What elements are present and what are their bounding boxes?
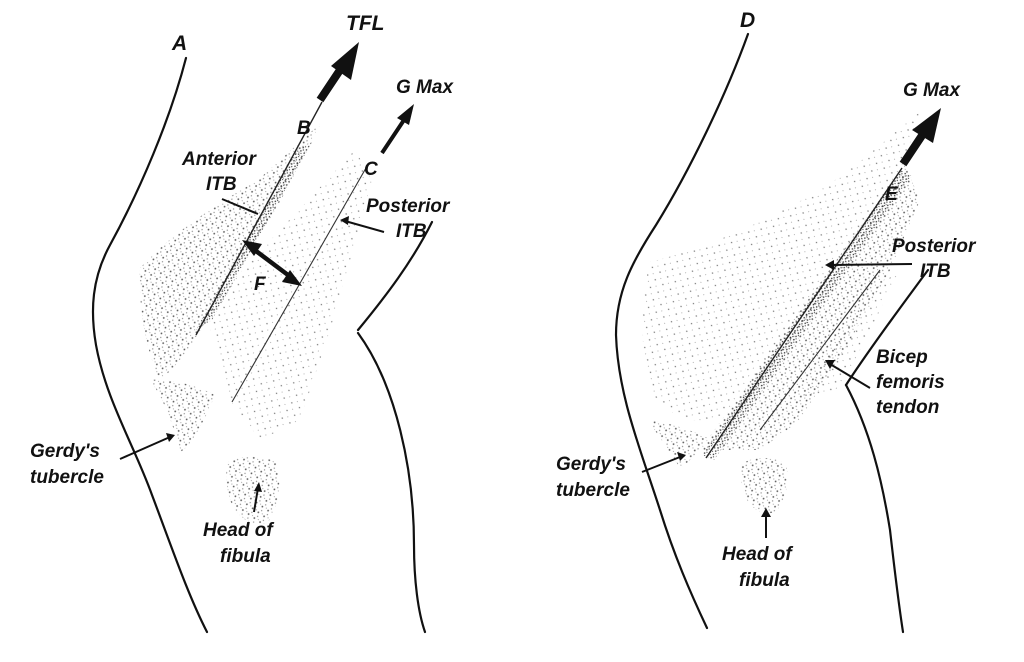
point-f-label: F bbox=[254, 274, 267, 295]
gerdys-label-line1: Gerdy's bbox=[30, 441, 100, 462]
point-c-label: C bbox=[364, 159, 378, 180]
posterior-itb-pointer bbox=[831, 263, 913, 266]
posterior-thigh-outline bbox=[356, 220, 434, 332]
fibula-head-stipple bbox=[740, 458, 788, 514]
posterior-itb-stipple bbox=[205, 150, 372, 440]
posterior-itb-label-line1: Posterior bbox=[892, 236, 977, 257]
gerdys-pointer-head bbox=[166, 433, 175, 442]
posterior-itb-label-line2: ITB bbox=[920, 261, 951, 282]
anterior-itb-edge-line bbox=[195, 101, 323, 336]
bicep-pointer-head bbox=[825, 360, 835, 369]
tfl-label: TFL bbox=[346, 12, 384, 35]
gmax-fascia-stipple bbox=[642, 112, 920, 421]
gmax-pull-arrow-shaft bbox=[380, 118, 406, 155]
tubercle-stipple bbox=[648, 420, 708, 468]
posterior-itb-label-line2: ITB bbox=[396, 221, 427, 242]
panel-d: D G Max E Posterior ITB Bicep femoris te… bbox=[556, 9, 977, 634]
bicep-inner-line bbox=[759, 269, 881, 431]
fibula-pointer-head bbox=[254, 482, 262, 492]
gerdys-pointer bbox=[641, 456, 681, 473]
gmax-arrowhead bbox=[397, 104, 414, 125]
gmax-label: G Max bbox=[903, 80, 961, 101]
bicep-tendon-stipple bbox=[800, 270, 900, 400]
gmax-label: G Max bbox=[396, 77, 454, 98]
anterior-itb-pointer bbox=[221, 198, 259, 215]
anterior-itb-label-line1: Anterior bbox=[181, 149, 258, 170]
posterior-itb-edge-line bbox=[705, 167, 903, 459]
bicep-label-line1: Bicep bbox=[876, 347, 928, 368]
gerdys-label-line2: tubercle bbox=[556, 480, 630, 501]
anterior-itb-dense-edge bbox=[196, 142, 312, 330]
point-e-label: E bbox=[885, 184, 899, 205]
fibula-head-stipple bbox=[226, 456, 280, 525]
anterior-thigh-outline bbox=[614, 32, 750, 630]
bicep-pointer bbox=[829, 363, 871, 389]
anterior-itb-label-line2: ITB bbox=[206, 174, 237, 195]
f-double-arrow-shaft bbox=[250, 246, 294, 280]
fibula-label-line1: Head of bbox=[203, 520, 274, 541]
gerdys-pointer-head bbox=[677, 452, 686, 461]
fibula-label-line2: fibula bbox=[220, 546, 271, 567]
posterior-calf-outline bbox=[844, 383, 905, 634]
gmax-arrowhead bbox=[912, 108, 941, 143]
fibula-pointer-head bbox=[761, 508, 771, 517]
posterior-itb-label-line1: Posterior bbox=[366, 196, 451, 217]
f-arrowhead-right bbox=[282, 270, 302, 286]
panel-label-d: D bbox=[740, 9, 755, 32]
posterior-calf-outline bbox=[356, 331, 427, 634]
fibula-pointer bbox=[253, 487, 259, 513]
posterior-thigh-outline bbox=[844, 268, 930, 387]
panel-label-a: A bbox=[171, 32, 187, 55]
gerdys-label-line1: Gerdy's bbox=[556, 454, 626, 475]
tfl-arrowhead bbox=[331, 42, 359, 80]
bicep-label-line2: femoris bbox=[876, 372, 945, 393]
gerdys-pointer bbox=[119, 436, 171, 460]
gerdys-label-line2: tubercle bbox=[30, 467, 104, 488]
posterior-itb-pointer bbox=[344, 220, 385, 233]
tubercle-stipple bbox=[150, 379, 215, 452]
fibula-label-line1: Head of bbox=[722, 544, 793, 565]
f-arrowhead-left bbox=[242, 240, 262, 256]
anterior-thigh-outline bbox=[91, 56, 209, 634]
gmax-pull-arrow-shaft bbox=[899, 128, 929, 167]
posterior-itb-pointer-head bbox=[340, 216, 349, 225]
posterior-itb-pointer-head bbox=[825, 260, 834, 270]
point-b-label: B bbox=[297, 118, 311, 139]
fibula-label-line2: fibula bbox=[739, 570, 790, 591]
bicep-label-line3: tendon bbox=[876, 397, 939, 418]
posterior-itb-dense-edge bbox=[702, 170, 912, 460]
panel-a: A TFL G Max B C F Anterior ITB Posterior… bbox=[30, 12, 454, 634]
